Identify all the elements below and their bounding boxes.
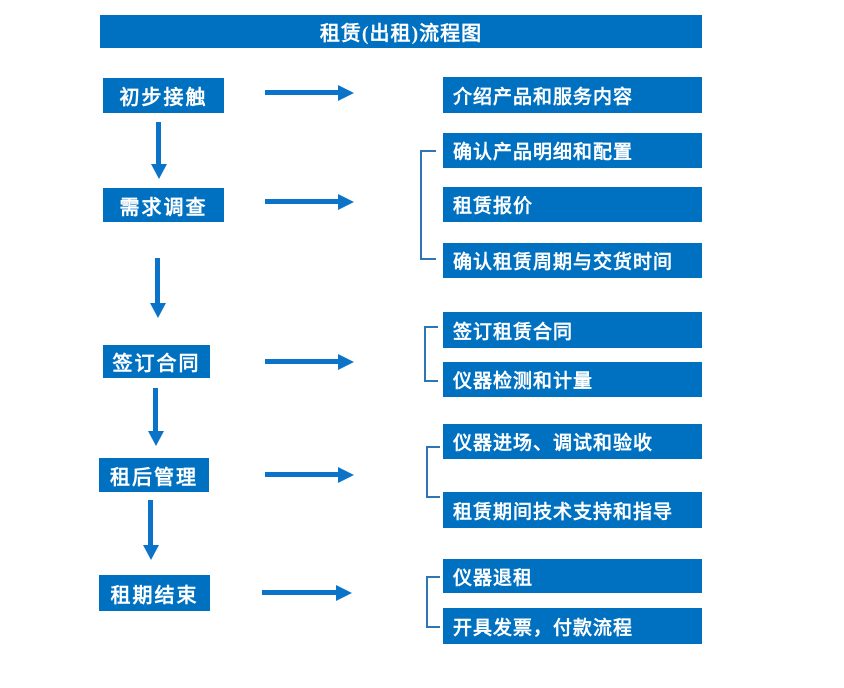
down-arrow-3 xyxy=(153,388,158,431)
output-box-2-3: 确认租赁周期与交货时间 xyxy=(443,243,702,278)
page-title: 租赁(出租)流程图 xyxy=(319,23,483,45)
title-banner: 租赁(出租)流程图 xyxy=(100,15,702,48)
bracket-group-2 xyxy=(420,150,436,260)
bracket-group-5 xyxy=(426,576,440,628)
right-arrow-5 xyxy=(262,590,336,595)
output-box-4-2: 租赁期间技术支持和指导 xyxy=(443,492,702,528)
step-box-1: 初步接触 xyxy=(103,78,224,113)
output-box-3-1: 签订租赁合同 xyxy=(443,312,702,348)
step-box-3: 签订合同 xyxy=(103,345,210,378)
output-box-2-2: 租赁报价 xyxy=(443,187,702,222)
down-arrow-2 xyxy=(155,258,160,303)
right-arrow-3 xyxy=(265,359,338,364)
output-box-2-1: 确认产品明细和配置 xyxy=(443,133,702,168)
output-box-3-2: 仪器检测和计量 xyxy=(443,362,702,397)
bracket-group-4 xyxy=(426,446,440,498)
down-arrow-4 xyxy=(148,500,153,545)
output-box-5-2: 开具发票，付款流程 xyxy=(443,608,702,644)
step-box-2: 需求调查 xyxy=(103,188,224,222)
output-box-5-1: 仪器退租 xyxy=(443,559,702,593)
step-box-4: 租后管理 xyxy=(99,458,209,492)
step-box-5: 租期结束 xyxy=(99,575,210,611)
down-arrow-1 xyxy=(156,122,161,164)
output-box-1-1: 介绍产品和服务内容 xyxy=(443,77,702,113)
right-arrow-2 xyxy=(265,199,338,204)
bracket-group-3 xyxy=(424,326,438,382)
output-box-4-1: 仪器进场、调试和验收 xyxy=(443,424,702,459)
right-arrow-1 xyxy=(265,90,338,95)
right-arrow-4 xyxy=(265,472,338,477)
